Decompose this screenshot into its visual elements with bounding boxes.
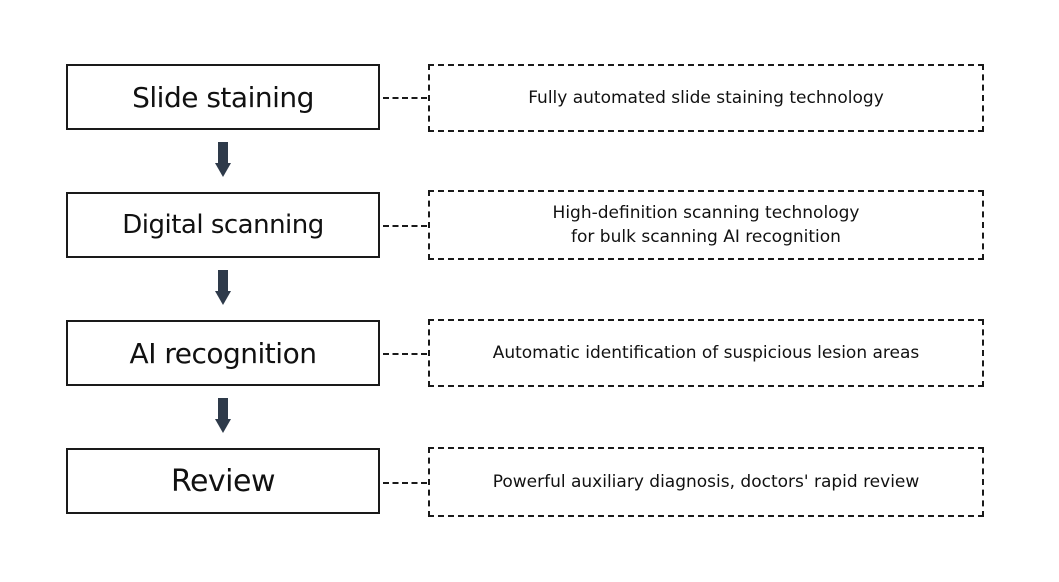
description-box-review: Powerful auxiliary diagnosis, doctors' r… xyxy=(428,447,984,517)
dashed-connector xyxy=(383,225,427,227)
step-box-review: Review xyxy=(66,448,380,514)
step-label: AI recognition xyxy=(129,336,317,370)
description-box-slide-staining: Fully automated slide staining technolog… xyxy=(428,64,984,132)
dashed-connector xyxy=(383,353,427,355)
down-arrow-icon xyxy=(215,270,231,305)
description-box-digital-scanning: High-definition scanning technology for … xyxy=(428,190,984,260)
down-arrow-icon xyxy=(215,398,231,433)
step-box-ai-recognition: AI recognition xyxy=(66,320,380,386)
description-box-ai-recognition: Automatic identification of suspicious l… xyxy=(428,319,984,387)
description-text: Fully automated slide staining technolog… xyxy=(528,88,884,108)
step-box-digital-scanning: Digital scanning xyxy=(66,192,380,258)
dashed-connector xyxy=(383,482,427,484)
step-label: Review xyxy=(170,463,276,499)
description-text: High-definition scanning technology for … xyxy=(552,203,860,247)
step-label: Digital scanning xyxy=(122,210,324,240)
down-arrow-icon xyxy=(215,142,231,177)
description-text: Automatic identification of suspicious l… xyxy=(492,343,920,363)
description-text: Powerful auxiliary diagnosis, doctors' r… xyxy=(492,472,920,492)
step-box-slide-staining: Slide staining xyxy=(66,64,380,130)
dashed-connector xyxy=(383,97,427,99)
step-label: Slide staining xyxy=(132,80,314,114)
